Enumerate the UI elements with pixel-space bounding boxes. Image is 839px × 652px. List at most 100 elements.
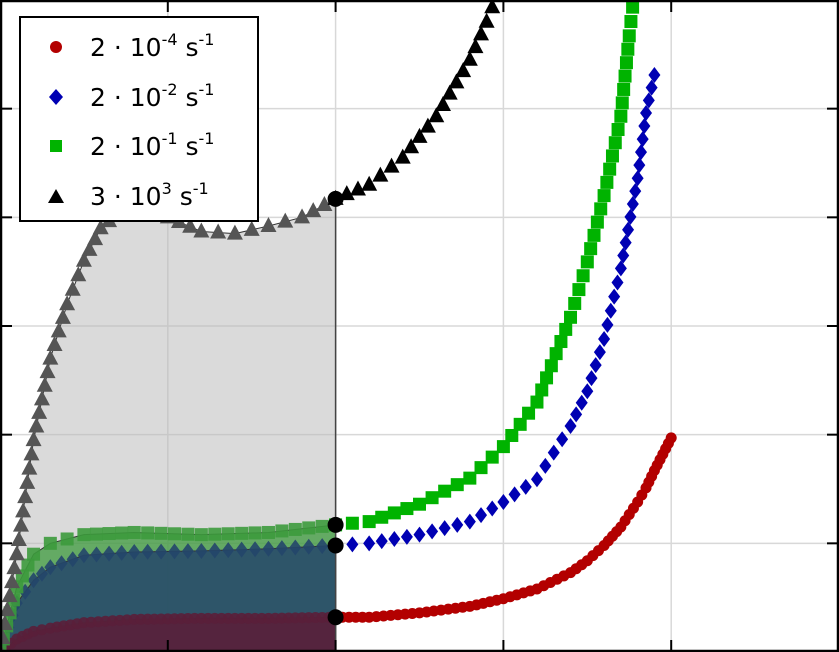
data-point-triangle	[434, 95, 451, 111]
data-point-square	[572, 283, 586, 297]
data-point-diamond	[77, 547, 90, 564]
data-point-diamond	[426, 523, 439, 540]
data-point-square	[522, 406, 536, 420]
data-point-triangle	[46, 336, 63, 352]
data-point-square	[127, 525, 141, 539]
data-point-diamond	[302, 538, 315, 555]
data-point-diamond	[633, 157, 646, 174]
data-point-square	[248, 526, 262, 540]
data-point-triangle	[372, 166, 389, 182]
data-point-square	[141, 526, 155, 540]
data-point-diamond	[497, 494, 510, 511]
data-point-triangle	[36, 376, 53, 392]
data-point-triangle	[92, 219, 109, 235]
data-point-diamond	[611, 274, 624, 291]
data-point-diamond	[222, 542, 235, 559]
data-point-diamond	[90, 546, 103, 563]
data-point-diamond	[66, 551, 79, 568]
data-point-square	[564, 310, 578, 324]
data-point-triangle	[12, 516, 29, 532]
data-point-square	[549, 347, 563, 361]
series-2	[0, 66, 661, 652]
data-point-square	[425, 491, 439, 505]
data-point-triangle	[59, 295, 76, 311]
data-point-triangle	[428, 107, 445, 123]
data-point-triangle	[305, 202, 322, 218]
data-point-square	[0, 645, 7, 652]
data-point-triangle	[42, 349, 59, 365]
data-point-diamond	[289, 539, 302, 556]
data-point-triangle	[294, 208, 311, 224]
data-point-diamond	[539, 457, 552, 474]
data-point-diamond	[640, 105, 653, 122]
data-point-square	[619, 56, 633, 70]
data-point-triangle	[33, 390, 50, 406]
data-point-square	[181, 527, 195, 541]
data-point-diamond	[629, 183, 642, 200]
data-point-diamond	[624, 208, 637, 225]
data-point-square	[43, 536, 57, 550]
transition-point-3	[327, 516, 344, 533]
data-point-square	[576, 269, 590, 283]
data-point-square	[438, 484, 452, 498]
data-point-diamond	[128, 544, 141, 561]
data-point-triangle	[19, 473, 36, 489]
data-point-triangle	[21, 459, 38, 475]
legend-marker-square	[50, 140, 62, 152]
data-point-diamond	[155, 543, 168, 560]
data-point-diamond	[622, 221, 635, 238]
data-point-diamond	[168, 543, 181, 560]
data-point-square	[102, 527, 116, 541]
data-point-square	[485, 450, 499, 464]
data-point-triangle	[243, 220, 260, 236]
data-point-square	[450, 478, 464, 492]
data-point-diamond	[608, 288, 621, 305]
data-point-square	[513, 417, 527, 431]
data-point-diamond	[642, 92, 655, 109]
data-point-square	[235, 526, 249, 540]
data-point-triangle	[81, 240, 98, 256]
data-point-diamond	[27, 572, 40, 589]
data-point-diamond	[585, 370, 598, 387]
data-point-triangle	[15, 502, 32, 518]
data-point-square	[621, 42, 635, 56]
data-point-square	[154, 526, 168, 540]
data-point-triangle	[17, 488, 34, 504]
data-point-square	[559, 322, 573, 336]
data-point-circle	[36, 624, 48, 636]
data-point-diamond	[636, 131, 649, 148]
data-point-diamond	[486, 500, 499, 517]
data-point-triangle	[411, 127, 428, 143]
data-point-square	[597, 189, 611, 203]
legend-entry-1: 2 · 10-4 s-1	[50, 30, 214, 62]
data-point-triangle	[441, 84, 458, 100]
data-point-triangle	[361, 175, 378, 191]
data-point-diamond	[413, 526, 426, 543]
legend-label-2: 2 · 10-2 s-1	[90, 80, 214, 112]
data-point-square	[463, 471, 477, 485]
data-point-square	[617, 82, 631, 96]
data-point-square	[168, 527, 182, 541]
legend: 2 · 10-4 s-1 2 · 10-2 s-1 2 · 10-1 s-1 3…	[19, 16, 259, 222]
data-point-diamond	[55, 555, 68, 572]
data-point-square	[544, 359, 558, 373]
data-point-square	[624, 15, 638, 29]
data-point-square	[618, 69, 632, 83]
data-point-triangle	[182, 217, 199, 233]
data-point-triangle	[277, 212, 294, 228]
data-point-triangle	[455, 62, 472, 78]
data-point-diamond	[648, 66, 661, 83]
data-point-square	[605, 149, 619, 163]
data-point-square	[413, 497, 426, 511]
data-point-triangle	[75, 251, 92, 267]
data-point-square	[27, 547, 41, 561]
data-point-diamond	[103, 545, 116, 562]
data-point-diamond	[519, 478, 532, 495]
data-point-diamond	[195, 542, 208, 559]
data-point-square	[505, 428, 519, 442]
data-point-triangle	[0, 601, 16, 617]
data-point-diamond	[601, 316, 614, 333]
transition-point-4	[327, 190, 344, 207]
data-point-diamond	[619, 234, 632, 251]
data-point-square	[115, 526, 129, 540]
